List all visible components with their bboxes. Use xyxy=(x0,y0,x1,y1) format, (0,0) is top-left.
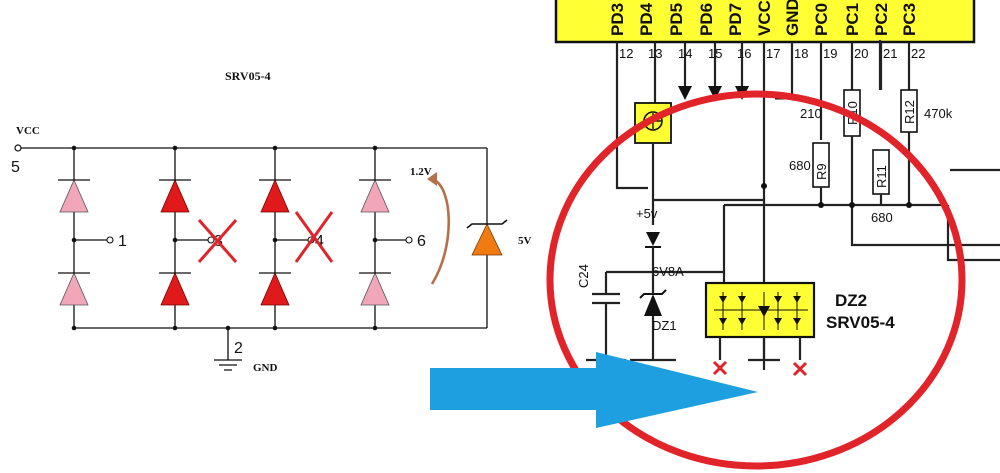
resistor-470k-label: 470k xyxy=(924,106,953,121)
gnd-label: GND xyxy=(253,362,278,374)
header-pin-label: VCC xyxy=(755,0,774,36)
diode-icon xyxy=(160,179,190,213)
resistor-r9-label: R9 xyxy=(814,163,829,180)
pin-number: 12 xyxy=(619,46,633,61)
dz1-label: DZ1 xyxy=(652,318,677,333)
header-pin-labels: PD3 PD4 PD5 PD6 PD7 VCC GND PC0 PC1 PC2 PC3 xyxy=(608,0,919,36)
dz2-part-label: SRV05-4 xyxy=(826,313,895,332)
diode-icon xyxy=(260,272,290,306)
diode-icon xyxy=(160,272,190,306)
c24-label: C24 xyxy=(576,264,591,288)
resistor-680-a-label: 680 xyxy=(789,158,811,173)
diode-icon xyxy=(360,179,390,213)
diode-column-1: 1 xyxy=(58,145,127,331)
zener-dz1-icon xyxy=(644,294,662,316)
ground-icon xyxy=(214,328,242,371)
header-pin-label: PD4 xyxy=(637,2,656,36)
schematic-title: SRV05-4 xyxy=(225,69,271,83)
interconnect-wires xyxy=(722,40,1000,290)
pin-number: 19 xyxy=(823,46,837,61)
dz2-label: DZ2 xyxy=(835,291,867,310)
blue-arrow-icon xyxy=(430,352,758,428)
plus5v-label: +5v xyxy=(636,206,658,221)
cross-mark-icon xyxy=(294,211,334,263)
diode-column-4: 4 xyxy=(259,145,334,331)
resistor-210-label: 210 xyxy=(800,106,822,121)
highlight-circle xyxy=(546,90,966,470)
pin-number: 18 xyxy=(794,46,808,61)
diode-column-3: 3 xyxy=(159,145,238,331)
resistor-r11-label: R11 xyxy=(874,165,889,188)
header-pin-label: PC2 xyxy=(872,3,891,36)
header-pin-label: GND xyxy=(783,0,802,36)
resistor-r12-label: R12 xyxy=(902,100,917,124)
header-pin-label: PD5 xyxy=(667,3,686,36)
zener-diode-icon xyxy=(471,223,503,256)
clamp-path-curve xyxy=(430,178,451,285)
pin-number: 16 xyxy=(737,46,751,61)
cross-mark-icon xyxy=(197,219,238,263)
diode-icon xyxy=(360,272,390,306)
pin-number: 17 xyxy=(766,46,780,61)
diode-icon xyxy=(59,179,89,213)
srv05-4-schematic: SRV05-4 VCC 5 1 xyxy=(11,69,532,374)
vcc-pin-number: 5 xyxy=(11,159,20,176)
diode-icon xyxy=(59,272,89,306)
diode-column-6: 6 xyxy=(359,145,426,331)
vcc-label: VCC xyxy=(16,125,40,137)
pin-4-label: 4 xyxy=(315,233,324,250)
zener-voltage-label: 5V xyxy=(518,235,532,247)
pin-number: 21 xyxy=(883,46,897,61)
input-arrow-icon xyxy=(678,86,749,100)
pin-1-label: 1 xyxy=(118,233,127,250)
diode-icon xyxy=(260,179,290,213)
dz1-value-label: 6V8A xyxy=(652,264,684,279)
header-pin-label: PD7 xyxy=(726,3,745,36)
header-pin-label: PD3 xyxy=(608,3,627,36)
resistor-680-b-label: 680 xyxy=(871,210,893,225)
cross-mark-icon xyxy=(712,360,808,377)
clamp-voltage-label: 1.2V xyxy=(410,166,432,178)
curve-arrow-icon xyxy=(427,172,437,186)
header-pin-label: PD6 xyxy=(697,3,716,36)
gnd-pin-number: 2 xyxy=(234,340,243,357)
diode-icon xyxy=(646,232,660,246)
pin-number: 22 xyxy=(911,46,925,61)
zener-diode: 5V xyxy=(466,219,532,256)
header-pin-label: PC0 xyxy=(812,3,831,36)
pin-number: 20 xyxy=(854,46,868,61)
pin-6-label: 6 xyxy=(417,233,426,250)
vcc-terminal xyxy=(14,144,22,152)
header-pin-label: PC3 xyxy=(900,3,919,36)
capacitor-c24 xyxy=(586,270,653,362)
header-pin-label: PC1 xyxy=(843,3,862,36)
